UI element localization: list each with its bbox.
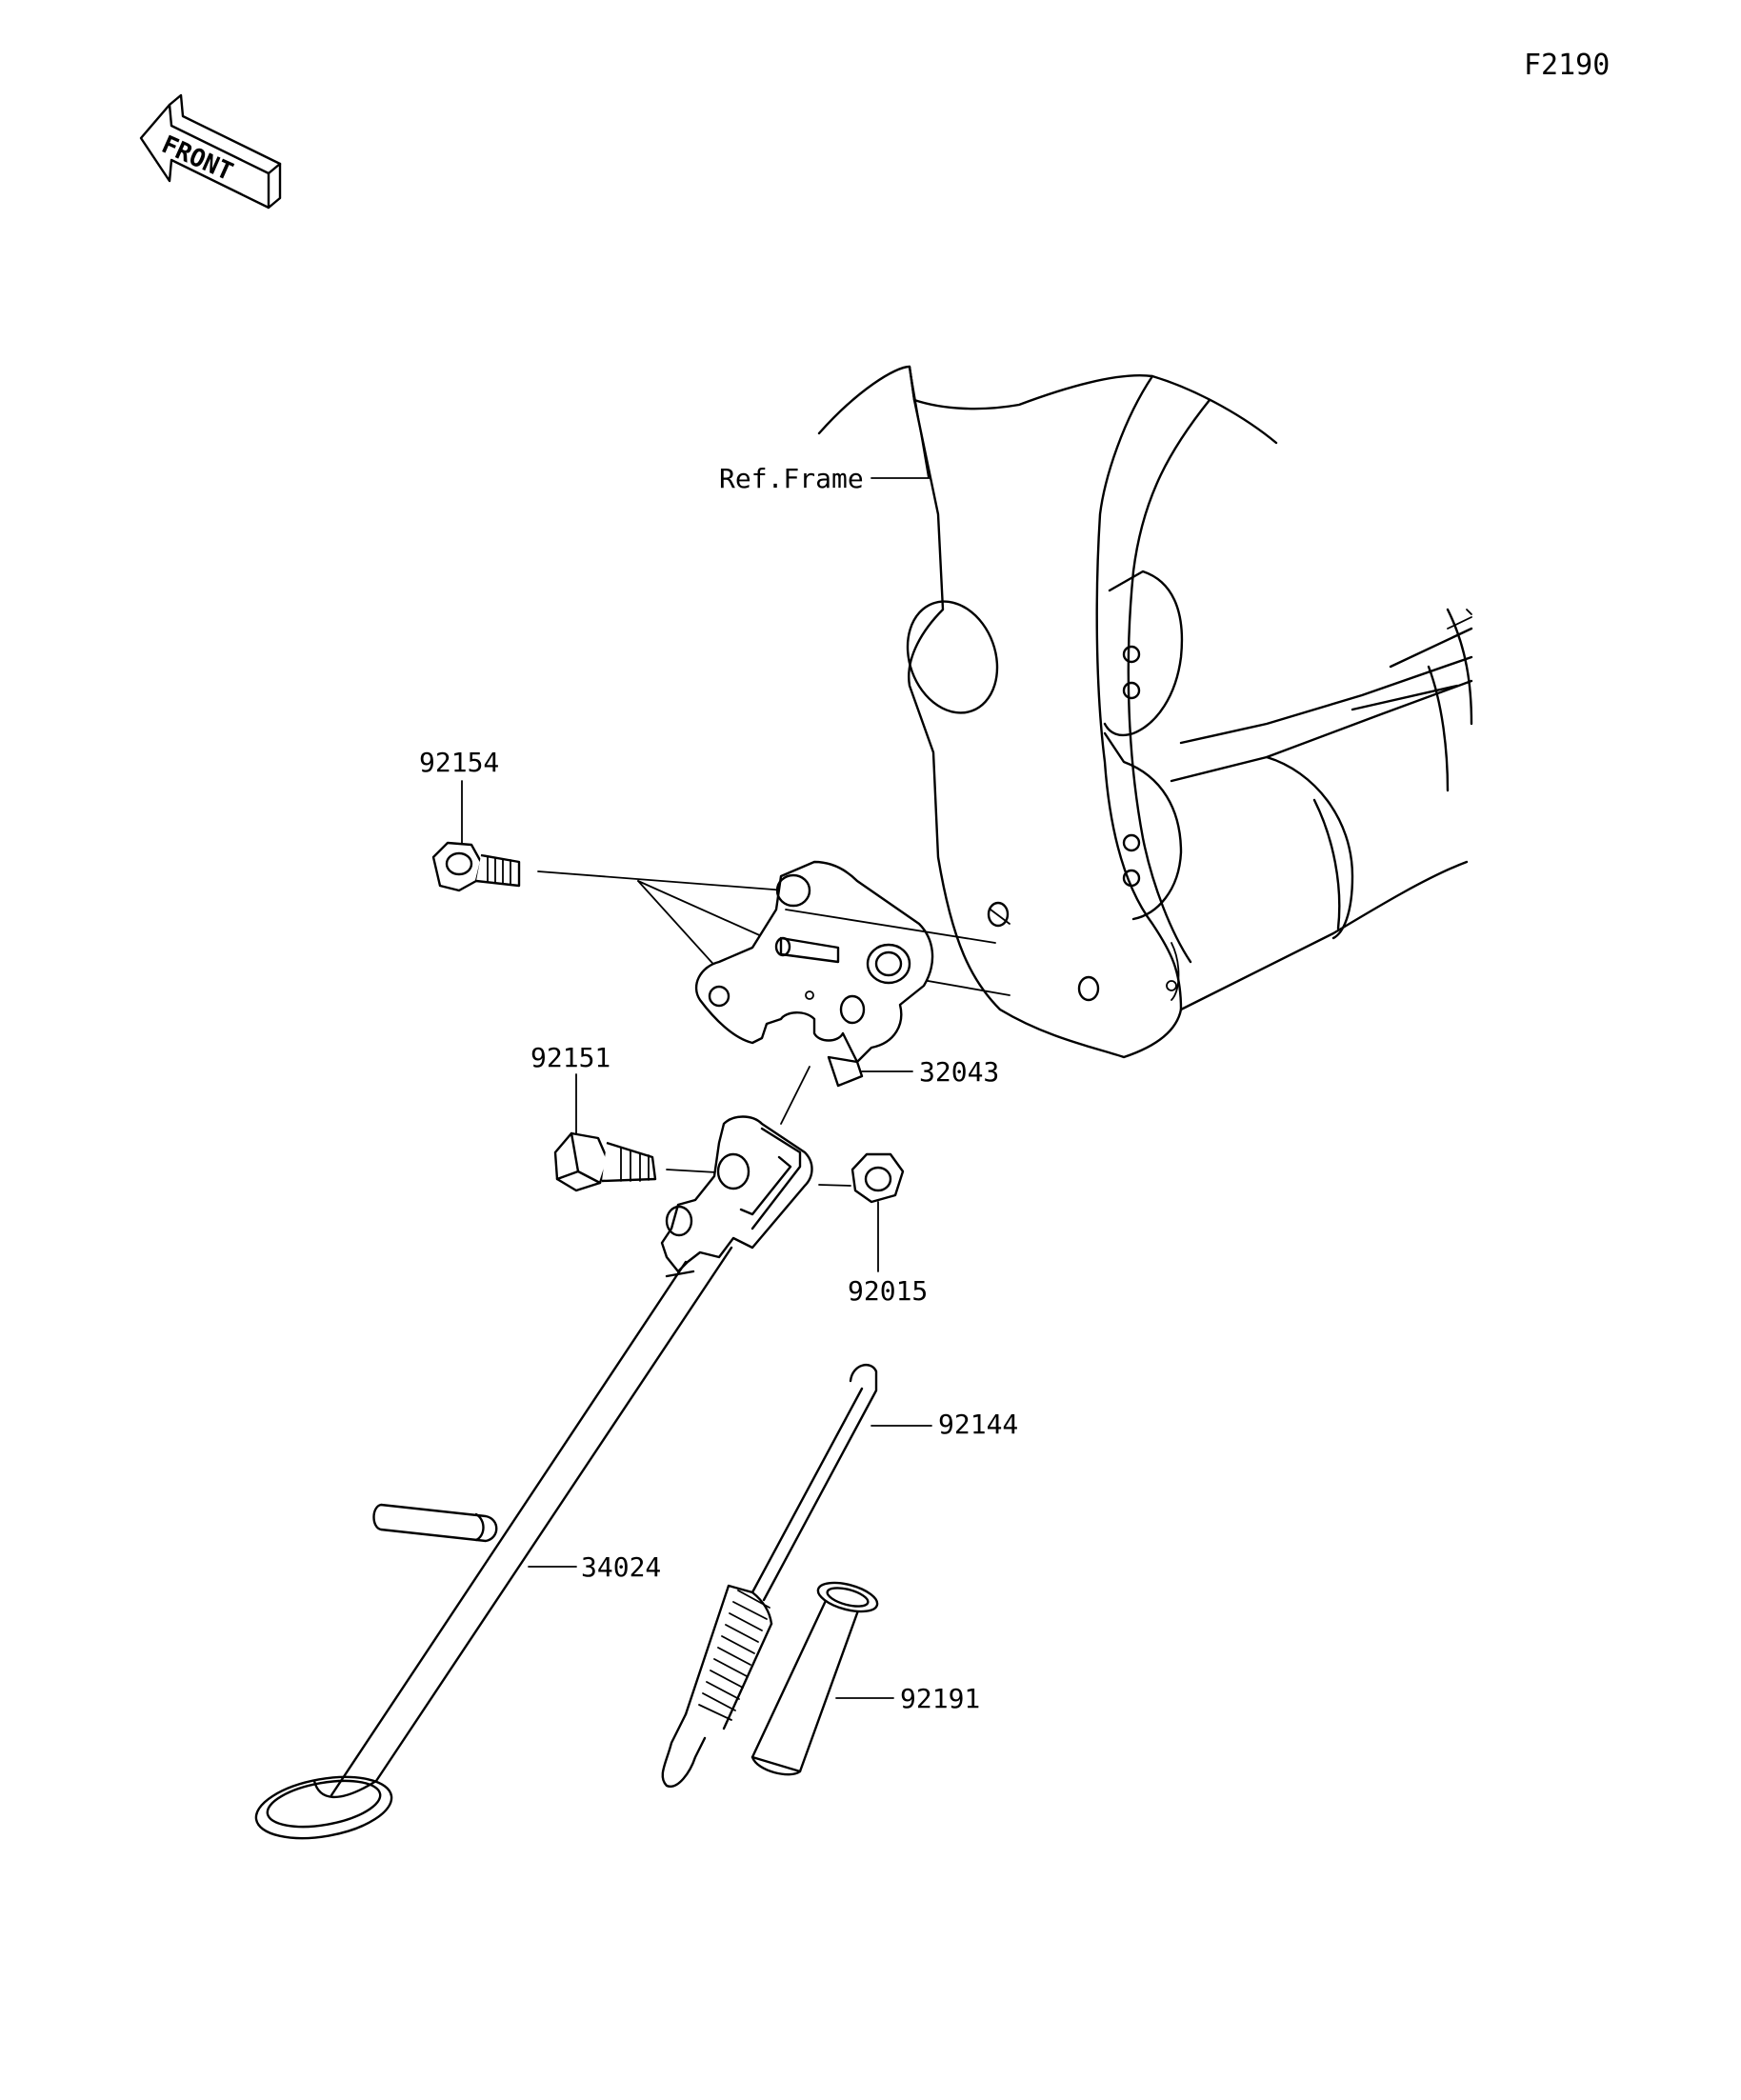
pipe-92191 (750, 1581, 879, 1776)
diagram-code: F2190 (1524, 49, 1610, 82)
spring-92144 (661, 1363, 878, 1788)
ref-frame-label: Ref.Frame (719, 463, 864, 494)
front-arrow-icon: FRONT (139, 93, 282, 210)
reference-frame (817, 365, 1473, 1059)
part-34024-label: 34024 (581, 1551, 661, 1583)
bracket-32043 (694, 860, 996, 1088)
part-92144-label: 92144 (938, 1409, 1018, 1440)
nut-92015 (818, 1152, 905, 1204)
bolt-92151 (553, 1131, 734, 1192)
bolt-92154 (431, 841, 1011, 996)
part-32043-label: 32043 (919, 1056, 999, 1088)
part-92154-label: 92154 (419, 747, 499, 778)
bracket-stand-link (780, 1066, 810, 1125)
part-92015-label: 92015 (848, 1275, 928, 1307)
ref-frame-leader (870, 366, 931, 479)
part-92191-label: 92191 (900, 1683, 980, 1714)
part-92151-label: 92151 (530, 1042, 610, 1073)
side-stand-34024 (254, 1115, 813, 1840)
